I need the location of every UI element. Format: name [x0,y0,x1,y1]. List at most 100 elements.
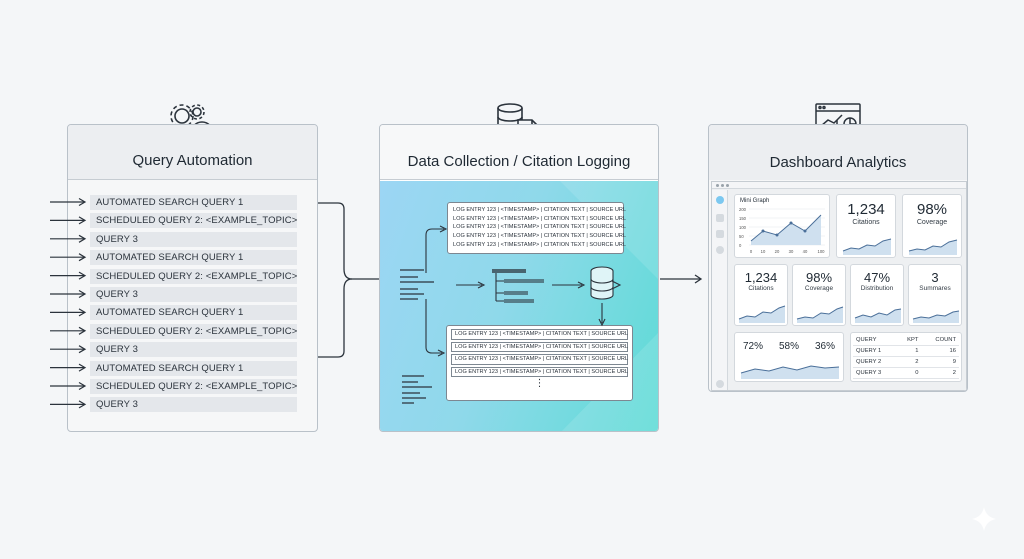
x-tick-label: 100 [818,249,826,254]
percent-value: 36% [814,341,835,352]
mini-graph-point [761,229,765,233]
stat-card-distribution: 47%Distribution [850,264,904,326]
stat-label: Summares [919,285,951,292]
x-tick-label: 20 [775,249,780,254]
query-list-item[interactable]: SCHEDULED QUERY 2: <EXAMPLE_TOPIC> [90,379,297,394]
stat-value: 3 [931,270,939,285]
log-entry: LOG ENTRY 123 | <TIMESTAMP> | CITATION T… [451,366,628,377]
table-header-row: QUERY KPT COUNT [853,335,959,346]
query-list-item[interactable]: AUTOMATED SEARCH QUERY 1 [90,195,297,210]
query-list-item[interactable]: AUTOMATED SEARCH QUERY 1 [90,305,297,321]
table-cell: QUERY 2 [853,356,898,368]
sparkline [740,365,840,379]
table-cell: 2 [921,367,959,379]
input-arrow [50,308,87,317]
table-cell: QUERY 1 [853,345,898,357]
query-list-item[interactable]: AUTOMATED SEARCH QUERY 1 [90,250,297,266]
sidebar-item-icon[interactable] [716,214,724,222]
query-list-item[interactable]: QUERY 3 [90,342,297,358]
table-cell: 0 [897,367,922,379]
sparkle-icon [972,507,996,531]
data-collection-title: Data Collection / Citation Logging [380,125,658,180]
query-list-item[interactable]: QUERY 3 [90,231,297,247]
input-arrow [50,197,87,207]
sidebar-settings-icon[interactable] [716,380,724,388]
input-arrow [50,345,87,354]
more-entries-ellipsis: ⋮ [534,378,545,389]
x-tick-label: 10 [761,249,766,254]
stat-card-coverage: 98%Coverage [792,264,846,326]
data-collection-panel: Data Collection / Citation Logging LOG E… [379,124,659,432]
sparkline [854,308,902,323]
log-entry: LOG ENTRY 123 | <TIMESTAMP> | CITATION T… [451,329,628,340]
data-to-dashboard-arrow [660,274,703,284]
mini-graph-point [775,233,779,237]
x-tick-label: 40 [803,249,808,254]
query-list-item[interactable]: SCHEDULED QUERY 2: <EXAMPLE_TOPIC> [90,268,297,284]
stat-card-citations: 1,234 Citations [836,194,896,258]
mini-graph-area [751,215,821,245]
sparkline [842,238,892,255]
query-list-item[interactable]: SCHEDULED QUERY 2: <EXAMPLE_TOPIC> [90,213,297,229]
stat-value: 98% [916,201,948,218]
input-arrow [50,400,87,409]
sparkline [912,310,960,323]
sparkline [908,239,958,255]
query-list-item[interactable]: QUERY 3 [90,287,297,302]
mini-graph-point [789,221,793,225]
percent-card: 72% 58% 36% [734,332,844,382]
log-entry: LOG ENTRY 123 | <TIMESTAMP> | CITATION T… [453,207,627,213]
window-dot [726,184,729,187]
mini-graph-line [750,214,822,242]
stat-value: 98% [805,270,833,285]
table-header: KPT [897,335,922,346]
window-dot [721,184,724,187]
mini-graph-title: Mini Graph [740,198,770,204]
log-entries-bottom: LOG ENTRY 123 | <TIMESTAMP> | CITATION T… [446,325,633,401]
stat-label: Coverage [916,219,948,226]
y-tick-label: 200 [739,207,747,212]
log-entry: LOG ENTRY 123 | <TIMESTAMP> | CITATION T… [451,354,628,365]
y-tick-label: 150 [739,216,747,221]
query-automation-title: Query Automation [68,125,317,180]
input-arrow [50,363,87,372]
table-cell: 1 [897,345,922,357]
data-flow-graphic [400,225,622,404]
sidebar-item-icon[interactable] [716,230,724,238]
input-arrow [50,253,87,262]
table-cell: 16 [921,345,959,357]
stat-card-coverage: 98% Coverage [902,194,962,258]
query-list-item[interactable]: SCHEDULED QUERY 2: <EXAMPLE_TOPIC> [90,323,297,339]
stat-label: Citations [852,219,880,226]
mini-graph-point [803,229,807,233]
query-list-item[interactable]: QUERY 3 [90,397,297,413]
sparkline [738,305,786,323]
stat-value: 47% [863,270,891,285]
x-tick-label: 0 [750,249,753,254]
window-dot [716,184,719,187]
stat-label: Coverage [804,285,834,292]
stat-value: 1,234 [847,201,885,218]
log-entries-top: LOG ENTRY 123 | <TIMESTAMP> | CITATION T… [447,202,627,254]
y-tick-label: 50 [739,234,744,239]
stat-value: 1,234 [744,270,778,285]
sidebar-item-icon[interactable] [716,246,724,254]
input-arrow [50,381,87,391]
log-entry: LOG ENTRY 123 | <TIMESTAMP> | CITATION T… [453,233,627,240]
stat-label: Citations [748,285,774,292]
input-arrow [50,216,87,225]
table-cell: 2 [897,356,922,368]
input-arrow [50,271,87,280]
sidebar-home-icon[interactable] [716,196,724,204]
query-list-item[interactable]: AUTOMATED SEARCH QUERY 1 [90,360,297,376]
table-header: QUERY [853,335,898,346]
